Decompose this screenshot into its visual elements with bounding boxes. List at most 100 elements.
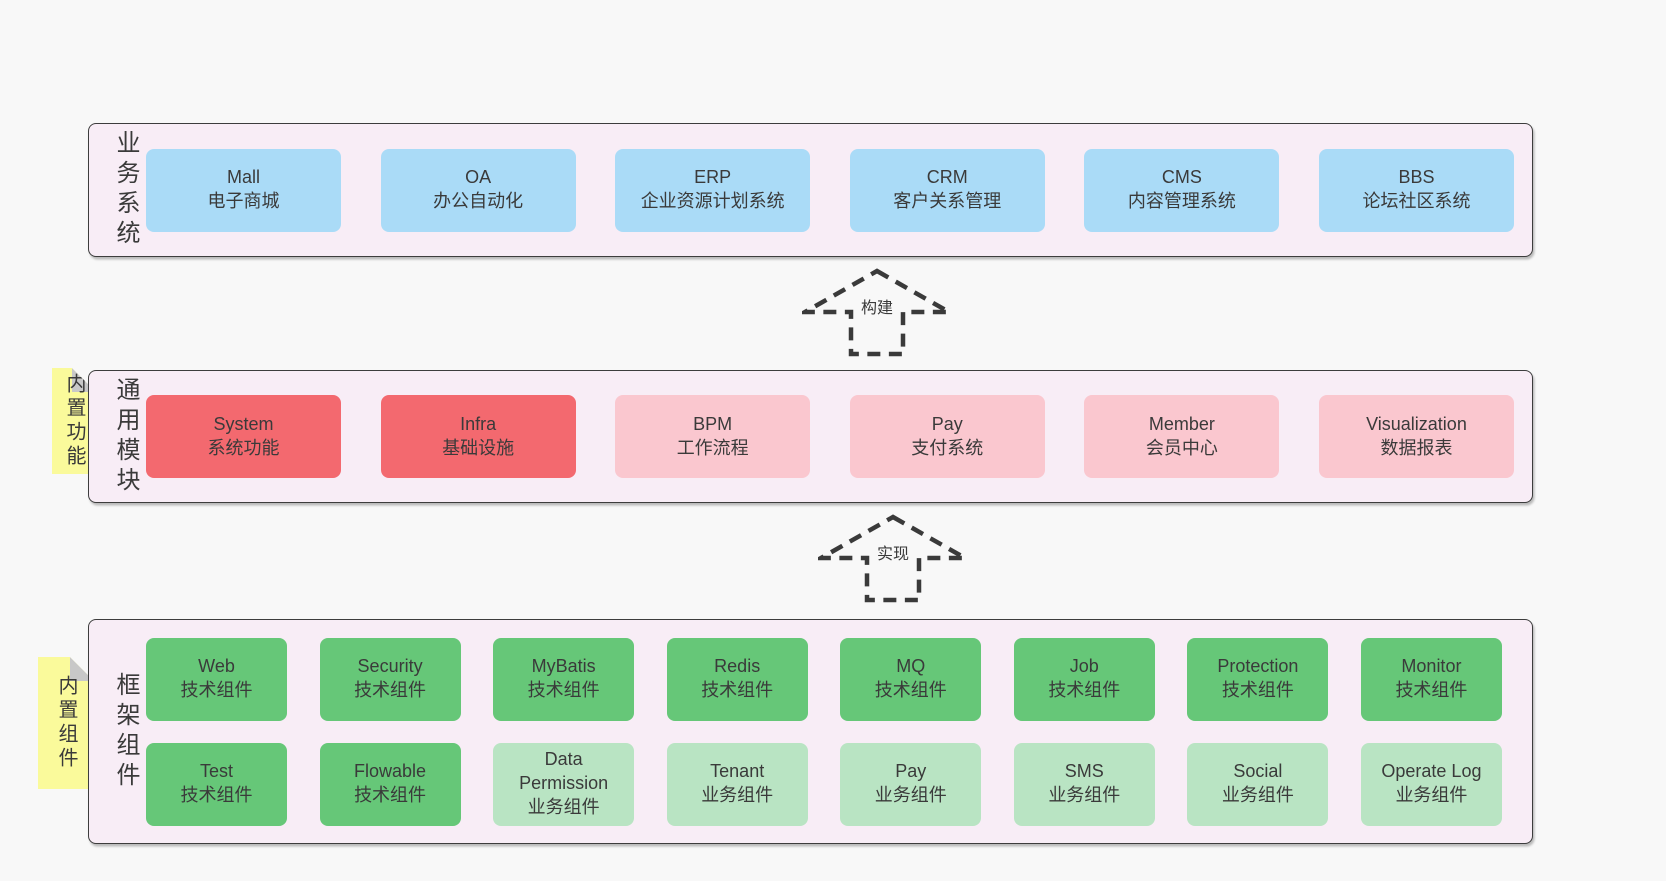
- box-monitor: Monitor 技术组件: [1360, 637, 1502, 721]
- box-title: Social: [1233, 761, 1283, 782]
- box-sms: SMS 业务组件: [1013, 742, 1155, 826]
- box-subtitle: 技术组件: [1221, 680, 1294, 700]
- box-infra: Infra 基础设施: [380, 395, 576, 478]
- box-title: ERP: [694, 167, 732, 188]
- build-arrow: 构建: [802, 268, 952, 358]
- box-pay: Pay 业务组件: [840, 742, 982, 826]
- box-subtitle: 技术组件: [180, 680, 253, 700]
- box-subtitle: 业务组件: [1048, 785, 1121, 805]
- sticky-note-builtin-components: 内置组件: [38, 657, 94, 789]
- box-row: System 系统功能 Infra 基础设施 BPM 工作流程 Pay 支付系统 Member 会…: [146, 395, 1514, 478]
- box-cms: CMS 内容管理系统: [1084, 148, 1280, 232]
- box-title: CRM: [926, 167, 968, 188]
- box-title: Flowable: [354, 761, 427, 782]
- sticky-label: 内置功能: [63, 373, 85, 469]
- box-title: System: [213, 413, 274, 434]
- box-protection: Protection 技术组件: [1187, 637, 1329, 721]
- box-title: Monitor: [1401, 656, 1462, 677]
- box-subtitle: 论坛社区系统: [1362, 191, 1471, 211]
- box-title: CMS: [1161, 167, 1202, 188]
- box-security: Security 技术组件: [319, 637, 461, 721]
- box-subtitle: 技术组件: [874, 680, 947, 700]
- box-subtitle: 技术组件: [354, 680, 427, 700]
- band-rows: System 系统功能 Infra 基础设施 BPM 工作流程 Pay 支付系统 Member 会…: [146, 395, 1514, 478]
- box-title: SMS: [1064, 761, 1104, 782]
- band-rows: Mall 电子商城 OA 办公自动化 ERP 企业资源计划系统 CRM 客户关系管理 CMS 内容…: [146, 148, 1514, 232]
- box-title: Protection: [1217, 656, 1299, 677]
- box-subtitle: 系统功能: [207, 437, 280, 458]
- box-subtitle: 技术组件: [1048, 680, 1121, 700]
- implement-arrow: 实现: [818, 514, 968, 604]
- arrow-label: 构建: [857, 294, 897, 318]
- box-test: Test 技术组件: [146, 742, 287, 826]
- up-arrow-icon: [802, 268, 952, 357]
- box-title: BPM: [693, 413, 733, 434]
- box-subtitle: 企业资源计划系统: [640, 191, 785, 211]
- box-title: Job: [1069, 656, 1099, 677]
- box-title: Tenant: [710, 761, 765, 782]
- box-mall: Mall 电子商城: [146, 148, 341, 232]
- box-title: Visualization: [1366, 413, 1467, 434]
- box-subtitle: 技术组件: [1395, 680, 1468, 700]
- box-bpm: BPM 工作流程: [615, 395, 811, 478]
- box-erp: ERP 企业资源计划系统: [615, 148, 811, 232]
- arrow-label: 实现: [873, 540, 913, 564]
- band-label: 业务系统: [112, 130, 139, 250]
- box-title: Test: [199, 761, 233, 782]
- box-subtitle: 工作流程: [676, 437, 749, 458]
- box-crm: CRM 客户关系管理: [849, 148, 1045, 232]
- box-title: Security: [357, 656, 423, 677]
- box-subtitle: 客户关系管理: [893, 191, 1002, 211]
- box-subtitle: 技术组件: [180, 785, 253, 805]
- box-oa: OA 办公自动化: [380, 148, 576, 232]
- box-title: Member: [1148, 413, 1215, 434]
- box-redis: Redis 技术组件: [666, 637, 808, 721]
- box-subtitle: 电子商城: [207, 191, 280, 211]
- box-title: Pay: [931, 413, 963, 434]
- box-pay: Pay 支付系统: [849, 395, 1045, 478]
- box-social: Social 业务组件: [1187, 742, 1329, 826]
- box-title: OA: [465, 167, 492, 188]
- box-title: Data Permission: [519, 749, 609, 794]
- sticky-label: 内置组件: [55, 675, 77, 771]
- box-subtitle: 业务组件: [1221, 785, 1294, 805]
- band-label: 通用模块: [112, 376, 139, 497]
- box-subtitle: 内容管理系统: [1127, 191, 1236, 211]
- box-title: MQ: [896, 656, 926, 677]
- band-business-systems: 业务系统 Mall 电子商城 OA 办公自动化 ERP 企业资源计划系统 CRM 客户关系管理…: [88, 123, 1533, 257]
- box-web: Web 技术组件: [146, 637, 287, 721]
- box-subtitle: 业务组件: [527, 796, 600, 817]
- band-common-modules: 通用模块 System 系统功能 Infra 基础设施 BPM 工作流程 Pay 支付系统 Me…: [88, 370, 1533, 503]
- band-label: 框架组件: [112, 671, 139, 792]
- box-title: Operate Log: [1381, 761, 1482, 782]
- box-title: BBS: [1398, 167, 1435, 188]
- box-subtitle: 技术组件: [701, 680, 774, 700]
- box-subtitle: 业务组件: [701, 785, 774, 805]
- box-job: Job 技术组件: [1013, 637, 1155, 721]
- box-subtitle: 支付系统: [911, 437, 984, 458]
- box-title: Web: [198, 656, 235, 677]
- box-subtitle: 业务组件: [874, 785, 947, 805]
- box-subtitle: 技术组件: [354, 785, 427, 805]
- box-row: Mall 电子商城 OA 办公自动化 ERP 企业资源计划系统 CRM 客户关系管理 CMS 内容…: [146, 148, 1514, 232]
- box-flowable: Flowable 技术组件: [319, 742, 461, 826]
- box-operate-log: Operate Log 业务组件: [1360, 742, 1502, 826]
- box-system: System 系统功能: [146, 395, 341, 478]
- box-title: Infra: [460, 413, 497, 434]
- box-bbs: BBS 论坛社区系统: [1318, 148, 1514, 232]
- box-subtitle: 会员中心: [1145, 437, 1218, 458]
- box-title: Redis: [714, 656, 761, 677]
- box-subtitle: 技术组件: [527, 680, 600, 700]
- box-tenant: Tenant 业务组件: [666, 742, 808, 826]
- box-subtitle: 办公自动化: [433, 191, 524, 211]
- box-title: Mall: [226, 167, 260, 188]
- box-subtitle: 业务组件: [1395, 785, 1468, 805]
- box-subtitle: 基础设施: [442, 437, 515, 458]
- box-title: Pay: [895, 761, 927, 782]
